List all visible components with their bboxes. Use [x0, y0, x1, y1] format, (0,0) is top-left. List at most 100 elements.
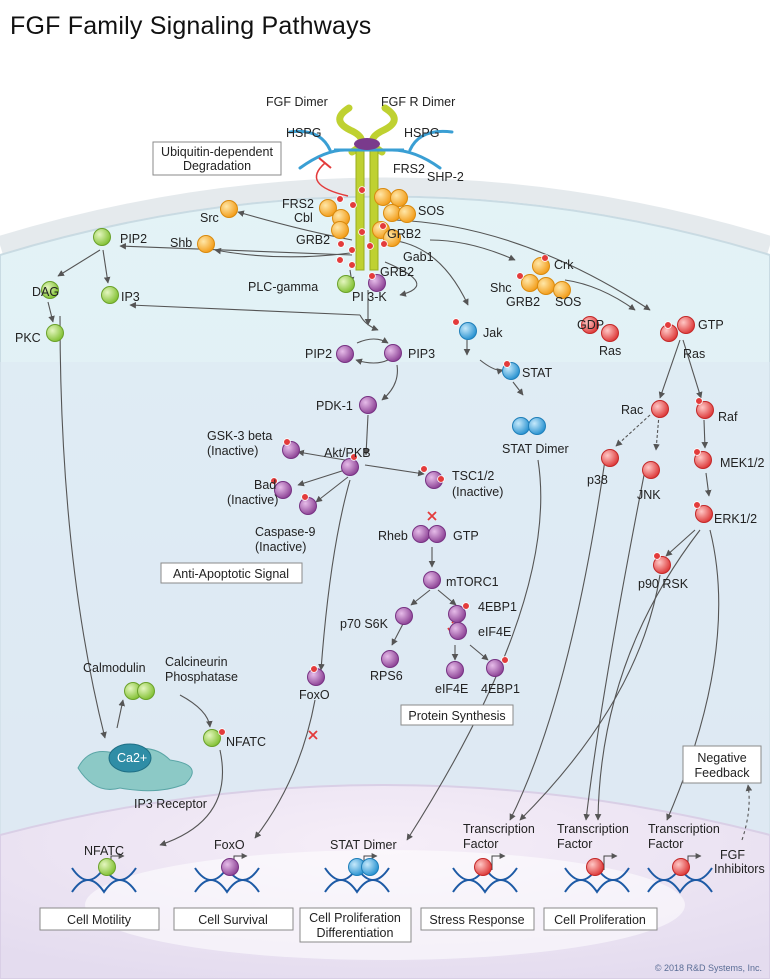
- phosphate-mark-16: [270, 477, 278, 485]
- label-shc: Shc: [490, 281, 512, 295]
- label-pi3k: PI 3-K: [352, 290, 387, 304]
- label-bad-state: (Inactive): [227, 493, 278, 507]
- molecule-sos-top: [383, 204, 401, 222]
- label-frs2-left: FRS2: [282, 197, 314, 211]
- outcome-proliferation-differentiation-line1: Cell Proliferation: [309, 911, 401, 925]
- phosphate-mark-23: [695, 397, 703, 405]
- label-dag: DAG: [32, 285, 59, 299]
- phosphate-mark-27: [664, 321, 672, 329]
- label-tsc-state: (Inactive): [452, 485, 503, 499]
- phosphate-mark-9: [541, 254, 549, 262]
- label-tf2-line2: Factor: [557, 837, 592, 851]
- molecule-rheb: [412, 525, 430, 543]
- label-mek: MEK1/2: [720, 456, 765, 470]
- molecule-pkc: [46, 324, 64, 342]
- molecule-grb2-b-2: [383, 229, 401, 247]
- molecule-ip3: [101, 286, 119, 304]
- molecule-erk: [695, 505, 713, 523]
- label-grb2-c: GRB2: [380, 265, 414, 279]
- phosphate-mark-1: [349, 201, 357, 209]
- molecule-p38: [601, 449, 619, 467]
- label-4ebp1-b: 4EBP1: [481, 682, 520, 696]
- molecule-calmodulin-b: [137, 682, 155, 700]
- label-grb2-d: GRB2: [506, 295, 540, 309]
- label-pip2-purple: PIP2: [305, 347, 332, 361]
- molecule-sos-b: [553, 281, 571, 299]
- label-gsk3-state: (Inactive): [207, 444, 258, 458]
- label-mtorc1: mTORC1: [446, 575, 499, 589]
- molecule-frs2-top: [374, 188, 392, 206]
- phosphate-mark-2: [337, 240, 345, 248]
- phosphate-mark-13: [420, 465, 428, 473]
- label-jak: Jak: [483, 326, 503, 340]
- label-stat: STAT: [522, 366, 552, 380]
- label-rps6: RPS6: [370, 669, 403, 683]
- figure-title: FGF Family Signaling Pathways: [10, 12, 372, 40]
- copyright-notice: © 2018 R&D Systems, Inc.: [654, 963, 762, 973]
- label-tf3-line2: Factor: [648, 837, 683, 851]
- phosphate-mark-15: [283, 438, 291, 446]
- molecule-mtorc1: [423, 571, 441, 589]
- phosphate-mark-26: [653, 552, 661, 560]
- label-4ebp1-a: 4EBP1: [478, 600, 517, 614]
- label-p38: p38: [587, 473, 608, 487]
- label-tf2-line1: Transcription: [557, 822, 629, 836]
- label-raf: Raf: [718, 410, 738, 424]
- label-ip3-receptor: IP3 Receptor: [134, 797, 207, 811]
- label-ip3: IP3: [121, 290, 140, 304]
- label-hspg-right: HSPG: [404, 126, 439, 140]
- molecule-ras-left: [601, 324, 619, 342]
- phosphate-mark-30: [358, 186, 366, 194]
- label-jnk: JNK: [637, 488, 661, 502]
- fgf-receptor: [288, 104, 454, 271]
- molecule-layer: [41, 188, 714, 876]
- molecule-grb2-d: [537, 277, 555, 295]
- label-p90rsk: p90 RSK: [638, 577, 689, 591]
- phosphate-mark-20: [218, 728, 226, 736]
- phosphate-mark-0: [336, 195, 344, 203]
- molecule-nfatc-upper: [203, 729, 221, 747]
- negative-feedback-line1: Negative: [697, 751, 746, 765]
- molecule-pip3: [384, 344, 402, 362]
- node-labels: FGF Dimer FGF R Dimer HSPG HSPG FRS2 SHP…: [15, 95, 765, 876]
- protein-synthesis-box: Protein Synthesis: [408, 709, 505, 723]
- label-frs2-top: FRS2: [393, 162, 425, 176]
- phosphate-mark-11: [452, 318, 460, 326]
- label-ras-left: Ras: [599, 344, 621, 358]
- phospho-layer: [218, 186, 703, 736]
- molecule-raf: [696, 401, 714, 419]
- phosphate-mark-8: [368, 272, 376, 280]
- molecule-stat-dimer-b: [528, 417, 546, 435]
- molecule-frs2-left: [319, 199, 337, 217]
- molecule-bad: [274, 481, 292, 499]
- molecule-p90rsk: [653, 556, 671, 574]
- label-hspg-left: HSPG: [286, 126, 321, 140]
- label-caspase9: Caspase-9: [255, 525, 315, 539]
- molecule-jnk: [642, 461, 660, 479]
- phosphate-mark-5: [348, 261, 356, 269]
- molecule-jak: [459, 322, 477, 340]
- phosphate-mark-25: [693, 501, 701, 509]
- molecule-tf1: [474, 858, 492, 876]
- label-calcineurin-line2: Phosphatase: [165, 670, 238, 684]
- label-tf1-line1: Transcription: [463, 822, 535, 836]
- label-sos-top: SOS: [418, 204, 444, 218]
- outcome-cell-motility: Cell Motility: [67, 913, 132, 927]
- molecule-rac: [651, 400, 669, 418]
- molecule-shb: [197, 235, 215, 253]
- label-crk: Crk: [554, 258, 574, 272]
- molecule-tf3: [672, 858, 690, 876]
- molecule-eif4e-b: [446, 661, 464, 679]
- label-eif4e-a: eIF4E: [478, 625, 511, 639]
- label-pip2-green: PIP2: [120, 232, 147, 246]
- ubiquitin-inhibition-arc: [315, 162, 349, 197]
- molecule-pip2-green: [93, 228, 111, 246]
- phosphate-mark-18: [301, 493, 309, 501]
- label-stat-dimer: STAT Dimer: [502, 442, 569, 456]
- molecule-gdp: [581, 316, 599, 334]
- phosphate-mark-6: [379, 222, 387, 230]
- outcome-cell-survival: Cell Survival: [198, 913, 267, 927]
- plasma-membrane: [0, 177, 770, 254]
- label-caspase9-state: (Inactive): [255, 540, 306, 554]
